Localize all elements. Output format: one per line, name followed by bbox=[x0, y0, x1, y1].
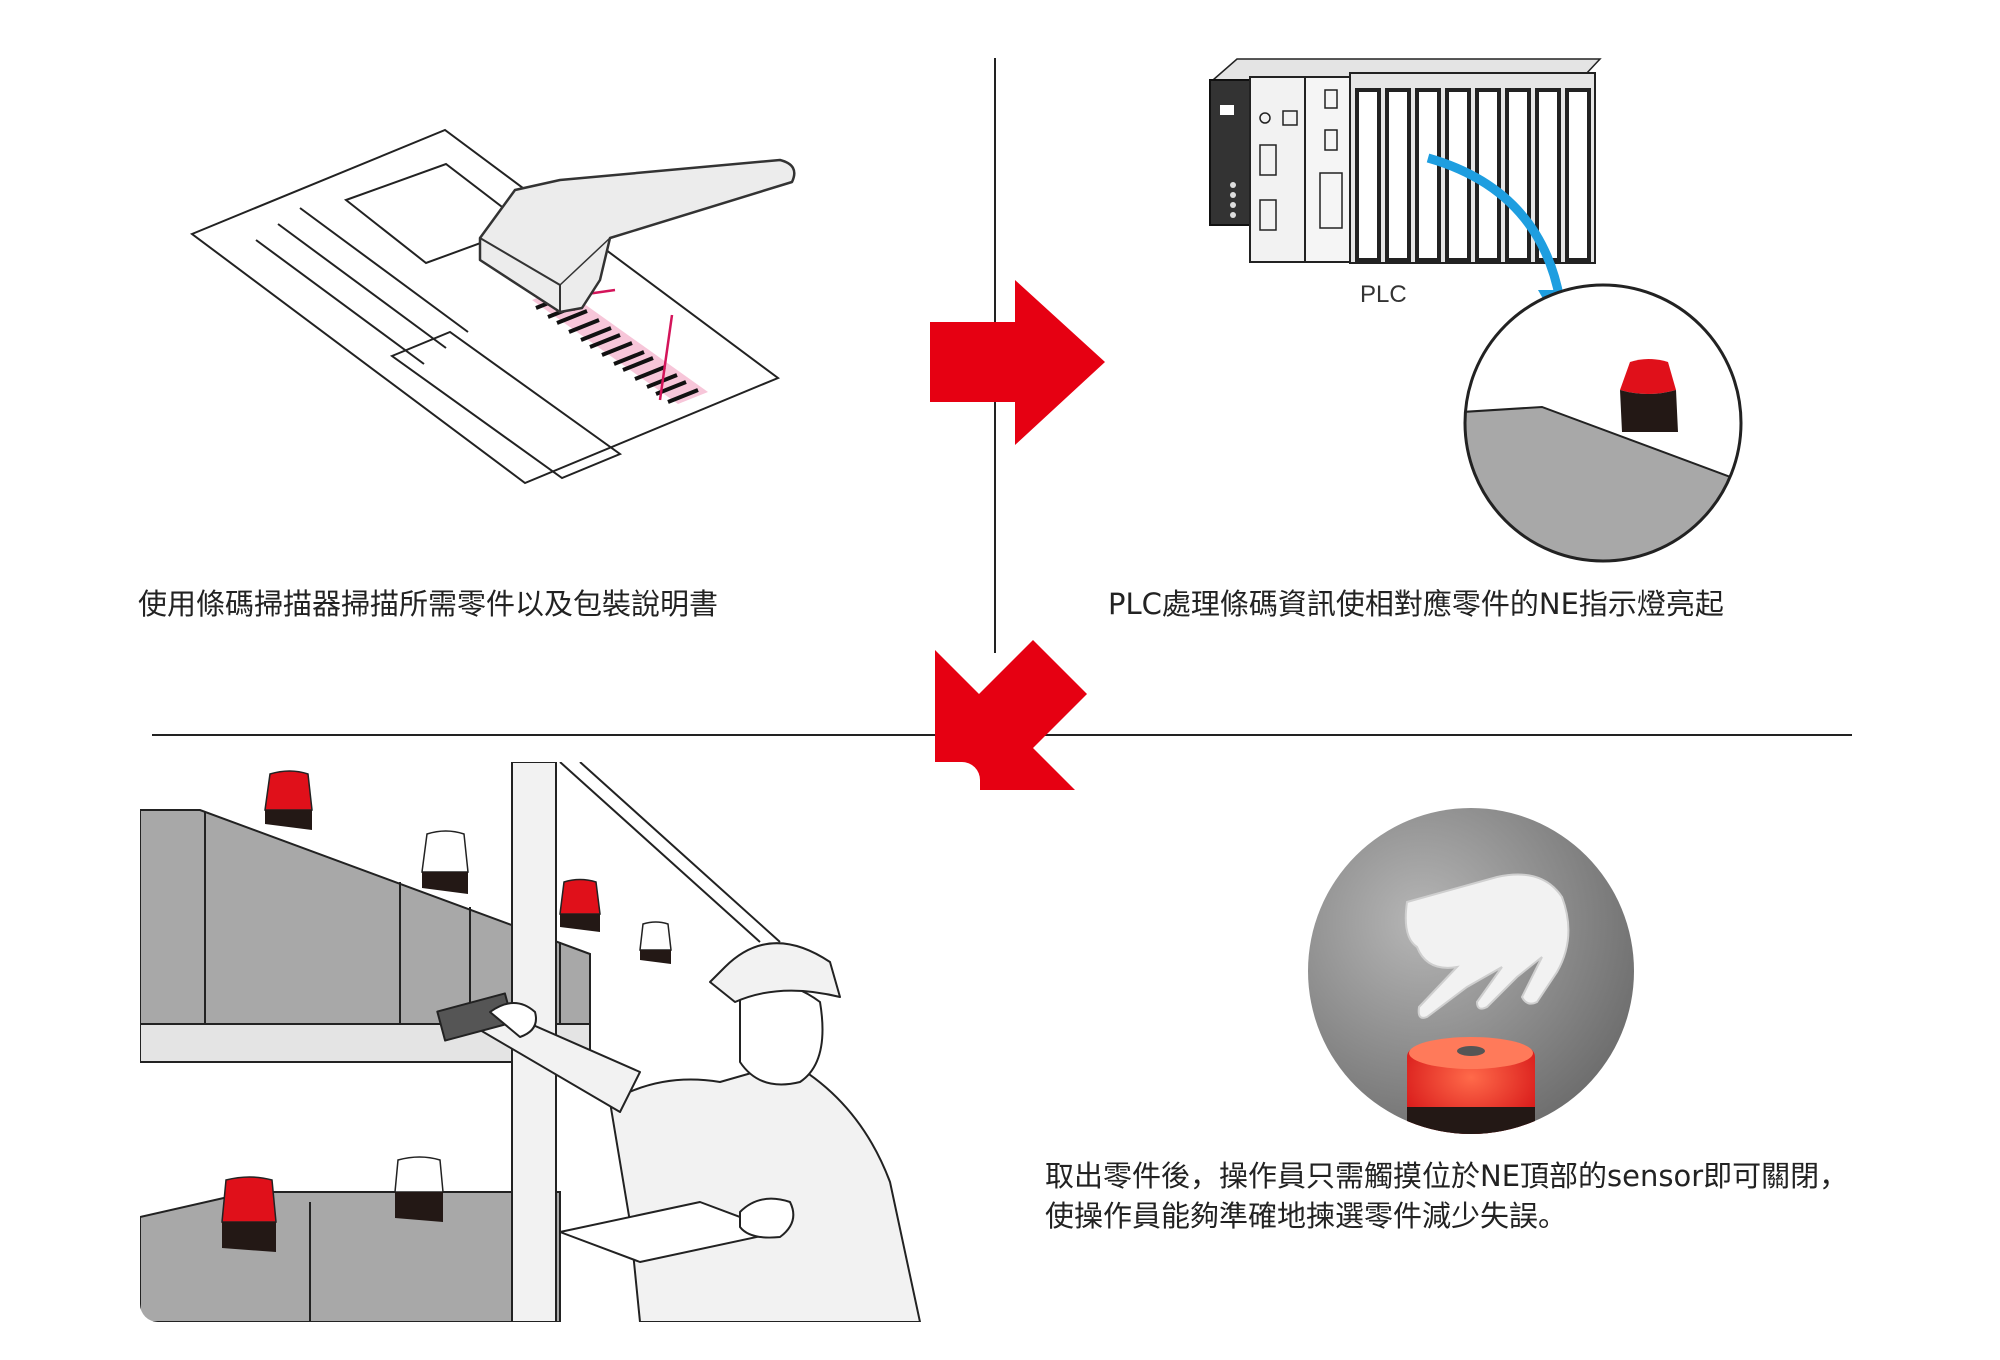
barcode-scanner-icon bbox=[478, 158, 796, 314]
step3-caption-line2: 使操作員能夠準確地揀選零件減少失誤。 bbox=[1045, 1199, 1568, 1233]
indicator-lamp-icon bbox=[1620, 359, 1678, 432]
step1-caption: 使用條碼掃描器掃描所需零件以及包裝說明書 bbox=[138, 587, 719, 621]
indicator-lamp-icon bbox=[1407, 1037, 1535, 1134]
gloved-hand-icon bbox=[1404, 873, 1570, 1019]
plc-controller-icon bbox=[1209, 58, 1602, 264]
indicator-lamp-icon bbox=[264, 770, 313, 830]
barcode-scanning-illustration bbox=[189, 128, 796, 485]
step2-caption: PLC處理條碼資訊使相對應零件的NE指示燈亮起 bbox=[1108, 587, 1724, 621]
indicator-lamp-icon bbox=[559, 878, 601, 932]
right-arrow-icon bbox=[930, 280, 1105, 445]
indicator-lamp-icon bbox=[394, 1156, 444, 1222]
step3-caption-line1: 取出零件後，操作員只需觸摸位於NE頂部的sensor即可關閉， bbox=[1045, 1159, 1849, 1193]
indicator-lamp-icon bbox=[421, 830, 469, 894]
indicator-lamp-icon bbox=[639, 921, 672, 964]
indicator-lamp-icon bbox=[221, 1176, 277, 1252]
plc-label: PLC bbox=[1360, 281, 1407, 308]
svg-text:PLC: PLC bbox=[1360, 281, 1407, 308]
operator-picking-illustration bbox=[140, 762, 980, 1322]
touch-sensor-photo bbox=[1308, 808, 1634, 1134]
indicator-lamp-zoom bbox=[1463, 283, 1743, 563]
operator-figure bbox=[436, 942, 921, 1322]
down-left-arrow-icon bbox=[935, 640, 1087, 790]
